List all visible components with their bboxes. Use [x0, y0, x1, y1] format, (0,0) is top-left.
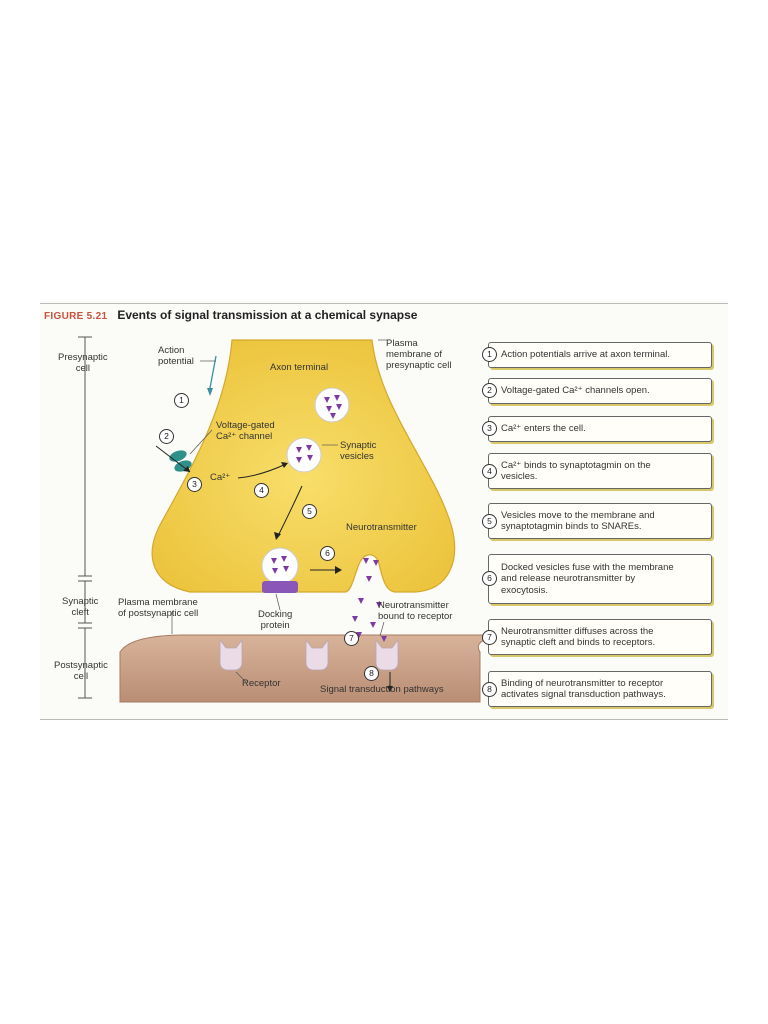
step-text: Voltage-gated Ca²⁺ channels open.	[501, 385, 650, 397]
step-number: 1	[482, 347, 497, 362]
synaptic-cleft-label: Synaptic cleft	[62, 596, 99, 618]
step-text: Ca²⁺ enters the cell.	[501, 423, 586, 435]
plasma-membrane-presynaptic-label: Plasma membrane of presynaptic cell	[386, 338, 452, 371]
step-text: Binding of neurotransmitter to receptor …	[501, 677, 666, 701]
diagram-step-7: 7	[344, 631, 359, 646]
presynaptic-cell-label: Presynaptic cell	[58, 352, 108, 374]
synapse-diagram	[78, 336, 521, 703]
step-box-7: 7 Neurotransmitter diffuses across the s…	[482, 619, 712, 655]
step-box-3: 3 Ca²⁺ enters the cell.	[482, 416, 712, 442]
step-text: Neurotransmitter diffuses across the syn…	[501, 625, 656, 649]
calcium-ion-label: Ca²⁺	[210, 472, 231, 483]
action-potential-label: Action potential	[158, 345, 194, 367]
leader-lines	[171, 339, 388, 683]
step-box-8: 8 Binding of neurotransmitter to recepto…	[482, 671, 712, 707]
step-number: 4	[482, 464, 497, 479]
receptor	[305, 638, 329, 671]
diagram-step-1: 1	[174, 393, 189, 408]
nt-bound-receptor-label: Neurotransmitter bound to receptor	[378, 600, 453, 622]
diagram-step-8: 8	[364, 666, 379, 681]
postsynaptic-cell-label: Postsynaptic cell	[54, 660, 108, 682]
step-box-4: 4 Ca²⁺ binds to synaptotagmin on the ves…	[482, 453, 712, 489]
figure-title: FIGURE 5.21 Events of signal transmission…	[44, 308, 417, 322]
step-number: 5	[482, 514, 497, 529]
calcium-influx-arrow	[155, 445, 191, 473]
diagram-step-2: 2	[159, 429, 174, 444]
synaptic-vesicle	[286, 437, 322, 473]
step-text: Vesicles move to the membrane and synapt…	[501, 509, 655, 533]
diagram-step-3: 3	[187, 477, 202, 492]
calcium-binding-arrow	[237, 463, 287, 479]
step-box-2: 2 Voltage-gated Ca²⁺ channels open.	[482, 378, 712, 404]
figure-number: FIGURE 5.21	[44, 311, 108, 322]
step-number: 7	[482, 630, 497, 645]
receptor-bound	[375, 636, 399, 671]
docking-protein-shape	[262, 581, 298, 593]
figure-panel: FIGURE 5.21 Events of signal transmission…	[40, 300, 728, 720]
receptor	[219, 638, 243, 671]
voltage-gated-channel-label: Voltage-gated Ca²⁺ channel	[216, 420, 275, 442]
synaptic-vesicles-label: Synaptic vesicles	[340, 440, 377, 462]
step-box-5: 5 Vesicles move to the membrane and syna…	[482, 503, 712, 539]
docked-vesicle	[261, 547, 299, 593]
figure-caption: Events of signal transmission at a chemi…	[117, 308, 418, 322]
diagram-step-5: 5	[302, 504, 317, 519]
cell-region-scale	[78, 336, 92, 699]
bottom-rule	[40, 719, 728, 720]
synaptic-vesicle	[314, 387, 350, 423]
docking-protein-label: Docking protein	[258, 609, 293, 631]
neurotransmitter-label: Neurotransmitter	[346, 522, 417, 533]
step-number: 3	[482, 421, 497, 436]
diagram-step-4: 4	[254, 483, 269, 498]
top-rule	[40, 303, 728, 304]
step-text: Action potentials arrive at axon termina…	[501, 349, 670, 361]
plasma-membrane-postsynaptic-label: Plasma membrane of postsynaptic cell	[118, 597, 199, 619]
axon-terminal-label: Axon terminal	[270, 362, 329, 373]
neurotransmitter-molecules	[352, 558, 382, 638]
step-number: 2	[482, 383, 497, 398]
step-box-1: 1 Action potentials arrive at axon termi…	[482, 342, 712, 368]
receptor-label: Receptor	[242, 678, 281, 689]
step-text: Docked vesicles fuse with the membrane a…	[501, 561, 674, 596]
step-number: 6	[482, 571, 497, 586]
step-box-6: 6 Docked vesicles fuse with the membrane…	[482, 554, 712, 604]
step-text: Ca²⁺ binds to synaptotagmin on the vesic…	[501, 459, 651, 483]
vesicle-movement-arrow	[277, 485, 303, 537]
diagram-step-6: 6	[320, 546, 335, 561]
step-number: 8	[482, 682, 497, 697]
signal-transduction-label: Signal transduction pathways	[320, 684, 444, 695]
